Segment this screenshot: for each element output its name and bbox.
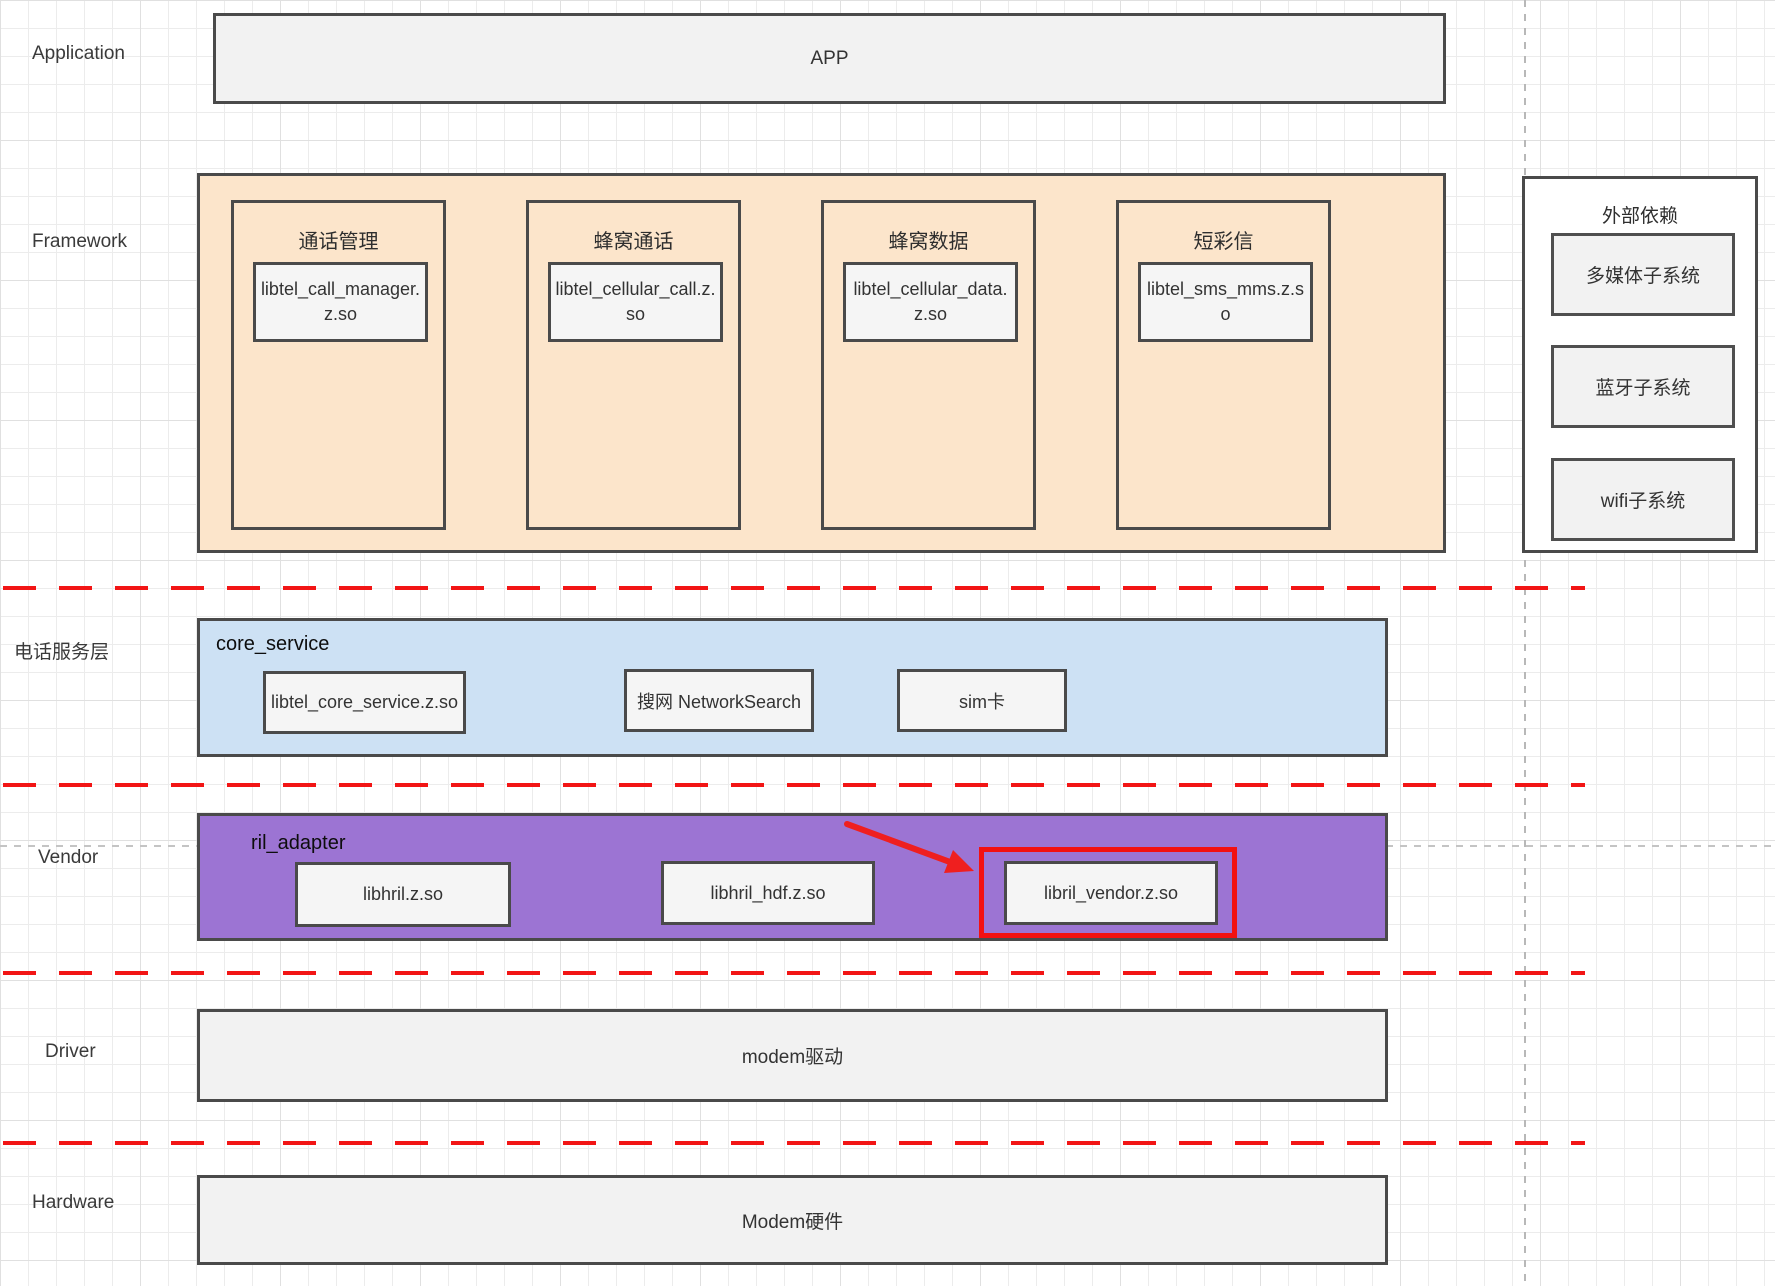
lib-box-sms-mms[interactable]: libtel_sms_mms.z.so xyxy=(1138,262,1313,342)
module-title: 通话管理 xyxy=(298,231,379,253)
modem-driver-label: modem驱动 xyxy=(741,1047,844,1068)
layer-label-hardware[interactable]: Hardware xyxy=(32,1192,115,1213)
lib-box-label: libtel_sms_mms.z.so xyxy=(1146,278,1305,324)
ril-adapter-layer-box[interactable]: ril_adapter libhril.z.so libhril_hdf.z.s… xyxy=(197,813,1388,941)
ext-item-label: wifi子系统 xyxy=(1600,491,1686,512)
chip-label: libril_vendor.z.so xyxy=(1043,882,1179,903)
core-service-lib-box[interactable]: libtel_core_service.z.so xyxy=(263,671,466,734)
network-search-box[interactable]: 搜网 NetworkSearch xyxy=(624,669,814,732)
layer-label-driver[interactable]: Driver xyxy=(45,1041,96,1062)
module-title: 蜂窝数据 xyxy=(888,231,969,253)
lib-box-cellular-data[interactable]: libtel_cellular_data.z.so xyxy=(843,262,1018,342)
lib-box-label: libtel_call_manager.z.so xyxy=(260,278,421,324)
libril-vendor-box[interactable]: libril_vendor.z.so xyxy=(1004,861,1218,925)
ext-item-label: 蓝牙子系统 xyxy=(1595,378,1691,399)
module-title: 蜂窝通话 xyxy=(593,231,674,253)
modem-driver-box[interactable]: modem驱动 xyxy=(197,1009,1388,1102)
layer-label-vendor[interactable]: Vendor xyxy=(38,847,99,868)
layer-label-framework[interactable]: Framework xyxy=(32,231,128,252)
libhril-hdf-box[interactable]: libhril_hdf.z.so xyxy=(661,861,875,925)
chip-label: sim卡 xyxy=(959,691,1005,712)
module-cellular-data[interactable]: 蜂窝数据 libtel_cellular_data.z.so xyxy=(821,200,1036,530)
libril-vendor-highlight-rect[interactable] xyxy=(979,847,1237,938)
libhril-box[interactable]: libhril.z.so xyxy=(295,862,511,927)
app-box-label: APP xyxy=(810,47,849,69)
core-service-label: core_service xyxy=(216,633,330,655)
module-cellular-call[interactable]: 蜂窝通话 libtel_cellular_call.z.so xyxy=(526,200,741,530)
page-break-vertical-line xyxy=(1524,0,1526,1286)
ext-item-multimedia[interactable]: 多媒体子系统 xyxy=(1551,233,1735,316)
core-service-layer-box[interactable]: core_service libtel_core_service.z.so 搜网… xyxy=(197,618,1388,757)
lib-box-cellular-call[interactable]: libtel_cellular_call.z.so xyxy=(548,262,723,342)
chip-label: libhril.z.so xyxy=(362,884,444,904)
module-call-management[interactable]: 通话管理 libtel_call_manager.z.so xyxy=(231,200,446,530)
external-deps-title: 外部依赖 xyxy=(1601,206,1678,227)
red-dashed-divider-1[interactable] xyxy=(3,586,1585,590)
chip-label: libtel_core_service.z.so xyxy=(270,692,459,712)
modem-hardware-label: Modem硬件 xyxy=(741,1211,844,1233)
ext-item-wifi[interactable]: wifi子系统 xyxy=(1551,458,1735,541)
red-dashed-divider-4[interactable] xyxy=(3,1141,1585,1145)
external-deps-box[interactable]: 外部依赖 多媒体子系统 蓝牙子系统 wifi子系统 xyxy=(1522,176,1758,553)
chip-label: libhril_hdf.z.so xyxy=(710,882,826,903)
module-sms-mms[interactable]: 短彩信 libtel_sms_mms.z.so xyxy=(1116,200,1331,530)
lib-box-call-manager[interactable]: libtel_call_manager.z.so xyxy=(253,262,428,342)
modem-hardware-box[interactable]: Modem硬件 xyxy=(197,1175,1388,1265)
lib-box-label: libtel_cellular_call.z.so xyxy=(555,278,716,324)
framework-layer-box[interactable]: 通话管理 libtel_call_manager.z.so 蜂窝通话 libte… xyxy=(197,173,1446,553)
red-dashed-divider-2[interactable] xyxy=(3,783,1585,787)
red-dashed-divider-3[interactable] xyxy=(3,971,1585,975)
layer-label-application[interactable]: Application xyxy=(32,43,125,64)
app-box[interactable]: APP xyxy=(213,13,1446,104)
ext-item-label: 多媒体子系统 xyxy=(1585,266,1700,287)
layer-label-telephony-service[interactable]: 电话服务层 xyxy=(14,642,110,663)
chip-label: 搜网 NetworkSearch xyxy=(636,691,802,712)
ril-adapter-label: ril_adapter xyxy=(251,832,346,854)
lib-box-label: libtel_cellular_data.z.so xyxy=(853,278,1008,324)
sim-card-box[interactable]: sim卡 xyxy=(897,669,1067,732)
module-title: 短彩信 xyxy=(1193,231,1254,253)
ext-item-bluetooth[interactable]: 蓝牙子系统 xyxy=(1551,345,1735,428)
